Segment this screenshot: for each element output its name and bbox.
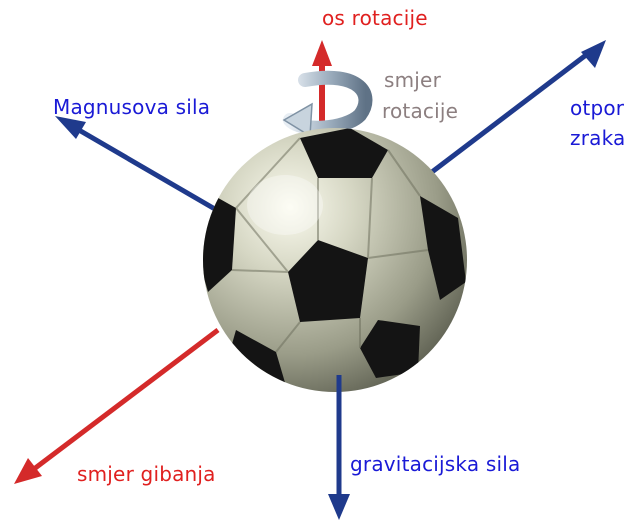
rotation-axis-label: os rotacije: [322, 6, 428, 30]
rotation-direction-label-line2: rotacije: [382, 99, 459, 123]
motion-direction-arrow: [14, 328, 220, 484]
curved-rotation-arrow-icon: [282, 70, 373, 138]
air-resistance-label-line2: zraka: [570, 126, 626, 150]
air-resistance-arrow: [426, 40, 606, 177]
motion-direction-label: smjer gibanja: [77, 462, 216, 486]
soccer-ball-icon: [203, 128, 467, 392]
gravity-label: gravitacijska sila: [350, 452, 521, 476]
magnus-force-arrow: [55, 116, 222, 215]
air-resistance-label-line1: otpor: [570, 96, 625, 120]
rotation-direction-label-line1: smjer: [384, 68, 441, 92]
gravity-arrow: [328, 375, 350, 520]
magnus-force-label: Magnusova sila: [53, 95, 211, 119]
